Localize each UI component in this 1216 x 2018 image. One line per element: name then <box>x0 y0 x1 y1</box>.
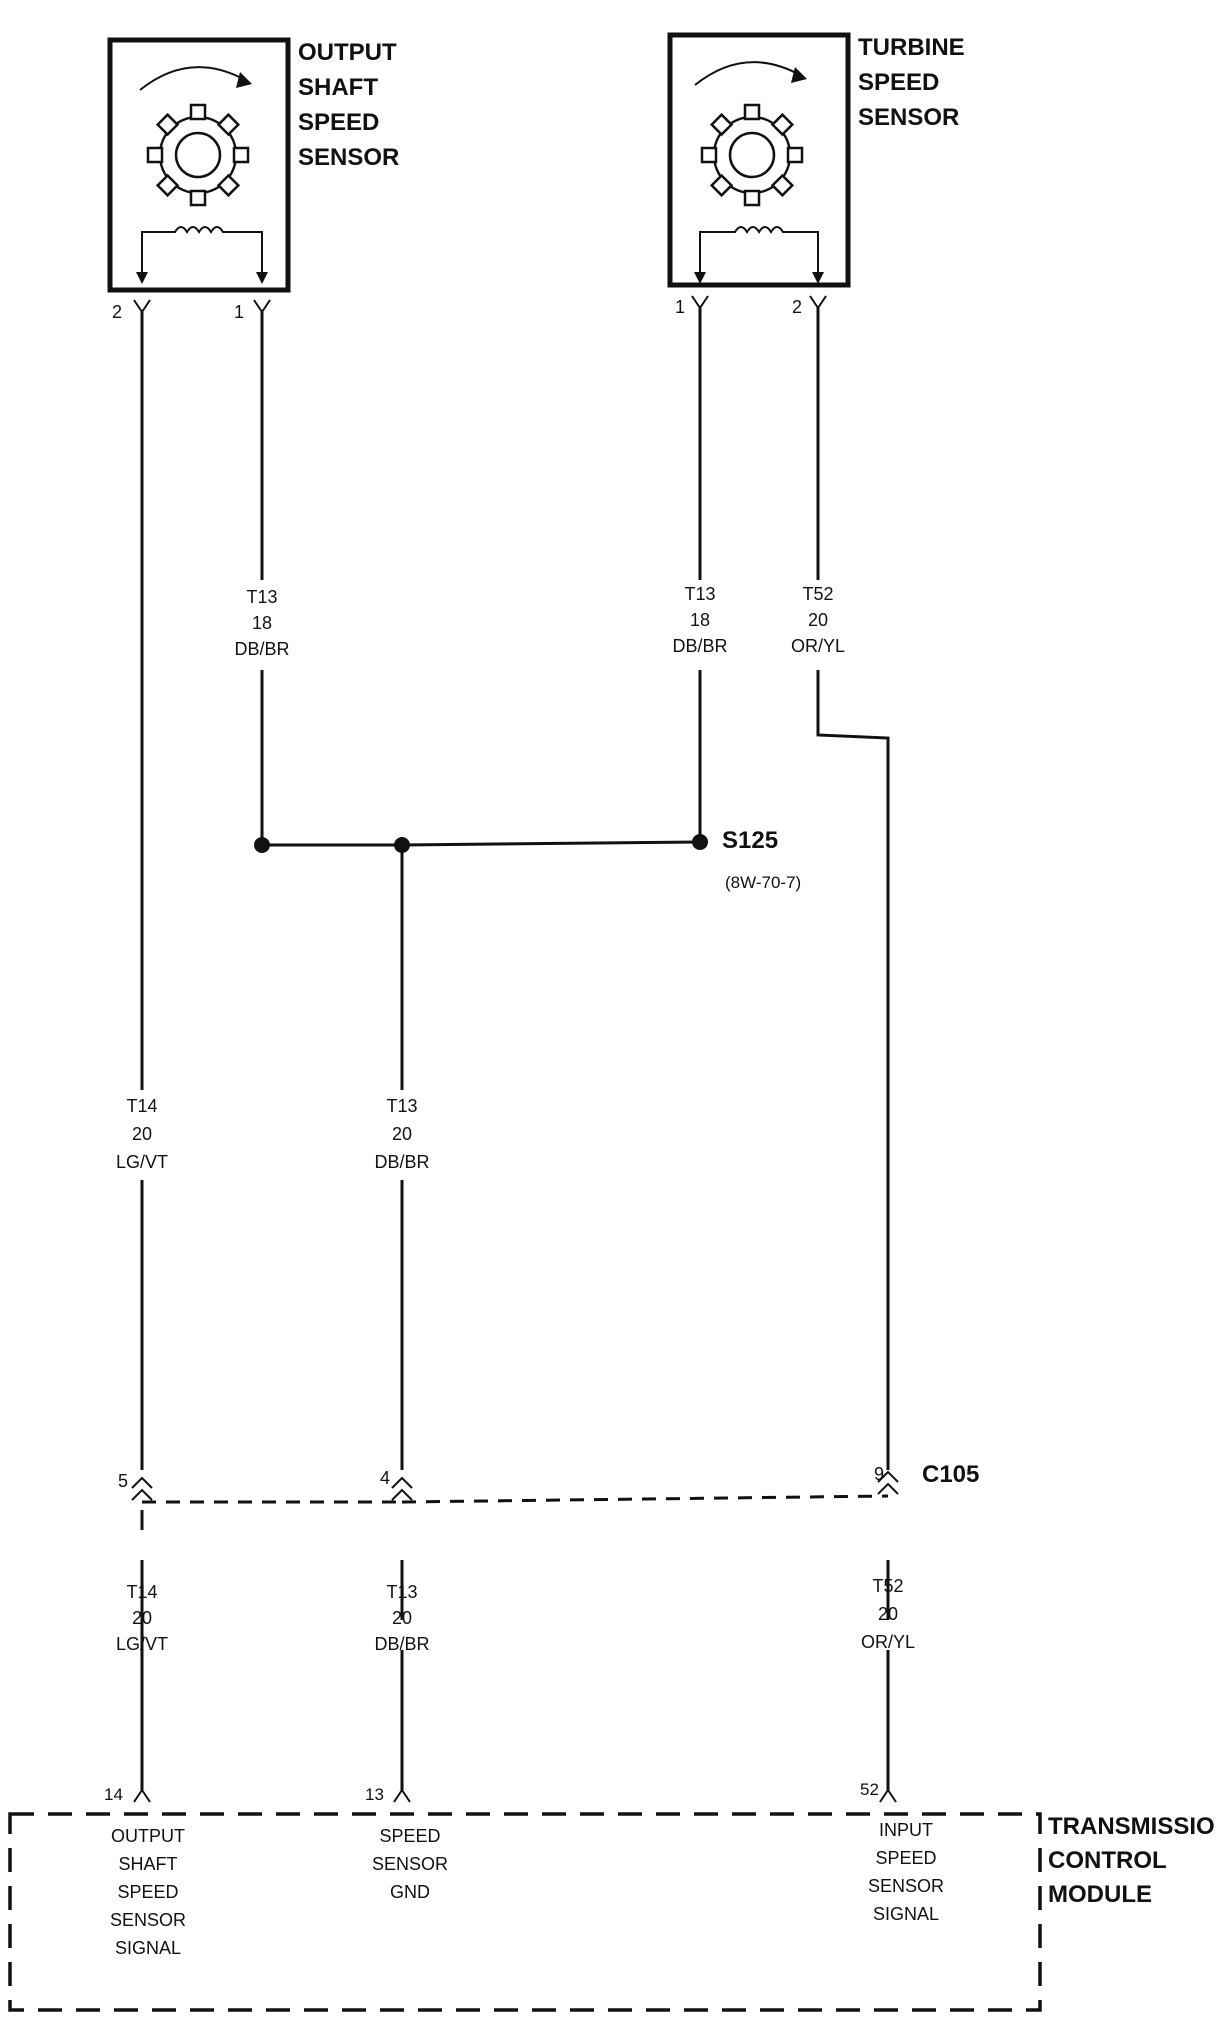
oss-box <box>107 37 291 293</box>
tcm-label-3: MODULE <box>1048 1881 1152 1908</box>
tss-label-2: SPEED <box>858 69 939 96</box>
tcm-pin-name: SENSOR <box>110 1910 186 1930</box>
connector-dashed-line <box>401 1494 889 1504</box>
connector-c105: 5 4 9 C105 <box>118 1461 979 1504</box>
splice-ref: (8W-70-7) <box>725 873 801 892</box>
tcm-pin-name: OUTPUT <box>111 1826 185 1846</box>
tss-label-1: TURBINE <box>858 34 965 61</box>
oss-label-3: SPEED <box>298 109 379 136</box>
splice-dot <box>254 837 270 853</box>
wire-gauge: 20 <box>392 1124 412 1144</box>
tcm-pin-name: SENSOR <box>372 1854 448 1874</box>
wire-code: T52 <box>872 1576 903 1596</box>
gear-icon <box>146 103 250 207</box>
splice-name: S125 <box>722 827 778 854</box>
oss-label-2: SHAFT <box>298 74 378 101</box>
wire-gauge: 20 <box>132 1608 152 1628</box>
wire-gauge: 18 <box>252 613 272 633</box>
tcm-pin-name: SHAFT <box>118 1854 177 1874</box>
tcm-pin-name: SPEED <box>875 1848 936 1868</box>
wire-color: DB/BR <box>672 636 727 656</box>
wire-gauge: 20 <box>878 1604 898 1624</box>
transmission-control-module: TRANSMISSION CONTROL MODULE 14 13 52 OUT… <box>8 1780 1216 2012</box>
wire-color: DB/BR <box>374 1634 429 1654</box>
wire-gauge: 20 <box>808 610 828 630</box>
oss-label-1: OUTPUT <box>298 39 397 66</box>
rotation-arrowhead-icon <box>236 72 252 88</box>
output-shaft-speed-sensor: OUTPUT SHAFT SPEED SENSOR 2 1 <box>107 37 399 322</box>
tcm-pin-name: GND <box>390 1882 430 1902</box>
splice-dot <box>394 837 410 853</box>
tcm-pin-number: 13 <box>365 1785 384 1804</box>
coil-icon <box>699 226 819 280</box>
wire-code: T13 <box>386 1096 417 1116</box>
tcm-pin-name: SIGNAL <box>873 1904 939 1924</box>
tcm-dashed-box <box>8 1812 1042 2012</box>
wire-gauge: 18 <box>690 610 710 630</box>
turbine-speed-sensor: TURBINE SPEED SENSOR 1 2 <box>667 32 965 317</box>
wire-color: OR/YL <box>791 636 845 656</box>
wire-color: DB/BR <box>234 639 289 659</box>
wire-code: T52 <box>802 584 833 604</box>
tss-pin-left: 1 <box>675 297 685 317</box>
terminal-icon <box>133 1788 151 1803</box>
tcm-pin-name: SIGNAL <box>115 1938 181 1958</box>
connector-pin-number: 5 <box>118 1471 128 1491</box>
wire-code: T13 <box>684 584 715 604</box>
gear-icon <box>700 103 804 207</box>
oss-pin-right: 1 <box>234 302 244 322</box>
wire-color: LG/VT <box>116 1634 168 1654</box>
wire-color: DB/BR <box>374 1152 429 1172</box>
tcm-pin-name: INPUT <box>879 1820 933 1840</box>
wire-labels: T13 18 DB/BR T13 18 DB/BR T52 20 OR/YL T… <box>116 584 915 1654</box>
connector-pin-number: 4 <box>380 1468 390 1488</box>
tcm-label-2: CONTROL <box>1048 1847 1167 1874</box>
wires <box>140 308 890 1790</box>
wire-code: T14 <box>126 1096 157 1116</box>
tcm-label-1: TRANSMISSION <box>1048 1813 1216 1840</box>
rotation-arrow-icon <box>139 66 246 91</box>
tcm-pin-name: SPEED <box>379 1826 440 1846</box>
connector-pin-icon <box>877 1470 899 1495</box>
wire-color: LG/VT <box>116 1152 168 1172</box>
tss-box <box>667 32 851 288</box>
oss-pin-left: 2 <box>112 302 122 322</box>
tss-pin-right: 2 <box>792 297 802 317</box>
wire-color: OR/YL <box>861 1632 915 1652</box>
splice-dot <box>692 834 708 850</box>
connector-pin-icon <box>391 1476 413 1501</box>
oss-label-4: SENSOR <box>298 144 399 171</box>
rotation-arrowhead-icon <box>791 67 807 83</box>
rotation-arrow-icon <box>694 61 801 86</box>
wire-code: T13 <box>386 1582 417 1602</box>
wire-code: T13 <box>246 587 277 607</box>
terminal-icon <box>879 1788 897 1803</box>
connector-name: C105 <box>922 1461 979 1488</box>
wire-gauge: 20 <box>392 1608 412 1628</box>
tcm-pin-number: 14 <box>104 1785 123 1804</box>
tss-label-3: SENSOR <box>858 104 959 131</box>
connector-pin-icon <box>131 1476 153 1501</box>
tcm-pin-name: SPEED <box>117 1882 178 1902</box>
tcm-pin-number: 52 <box>860 1780 879 1799</box>
coil-icon <box>141 226 263 280</box>
connector-pin-number: 9 <box>874 1464 884 1484</box>
terminal-icon <box>393 1788 411 1803</box>
wire-gauge: 20 <box>132 1124 152 1144</box>
tcm-pin-name: SENSOR <box>868 1876 944 1896</box>
wire-code: T14 <box>126 1582 157 1602</box>
